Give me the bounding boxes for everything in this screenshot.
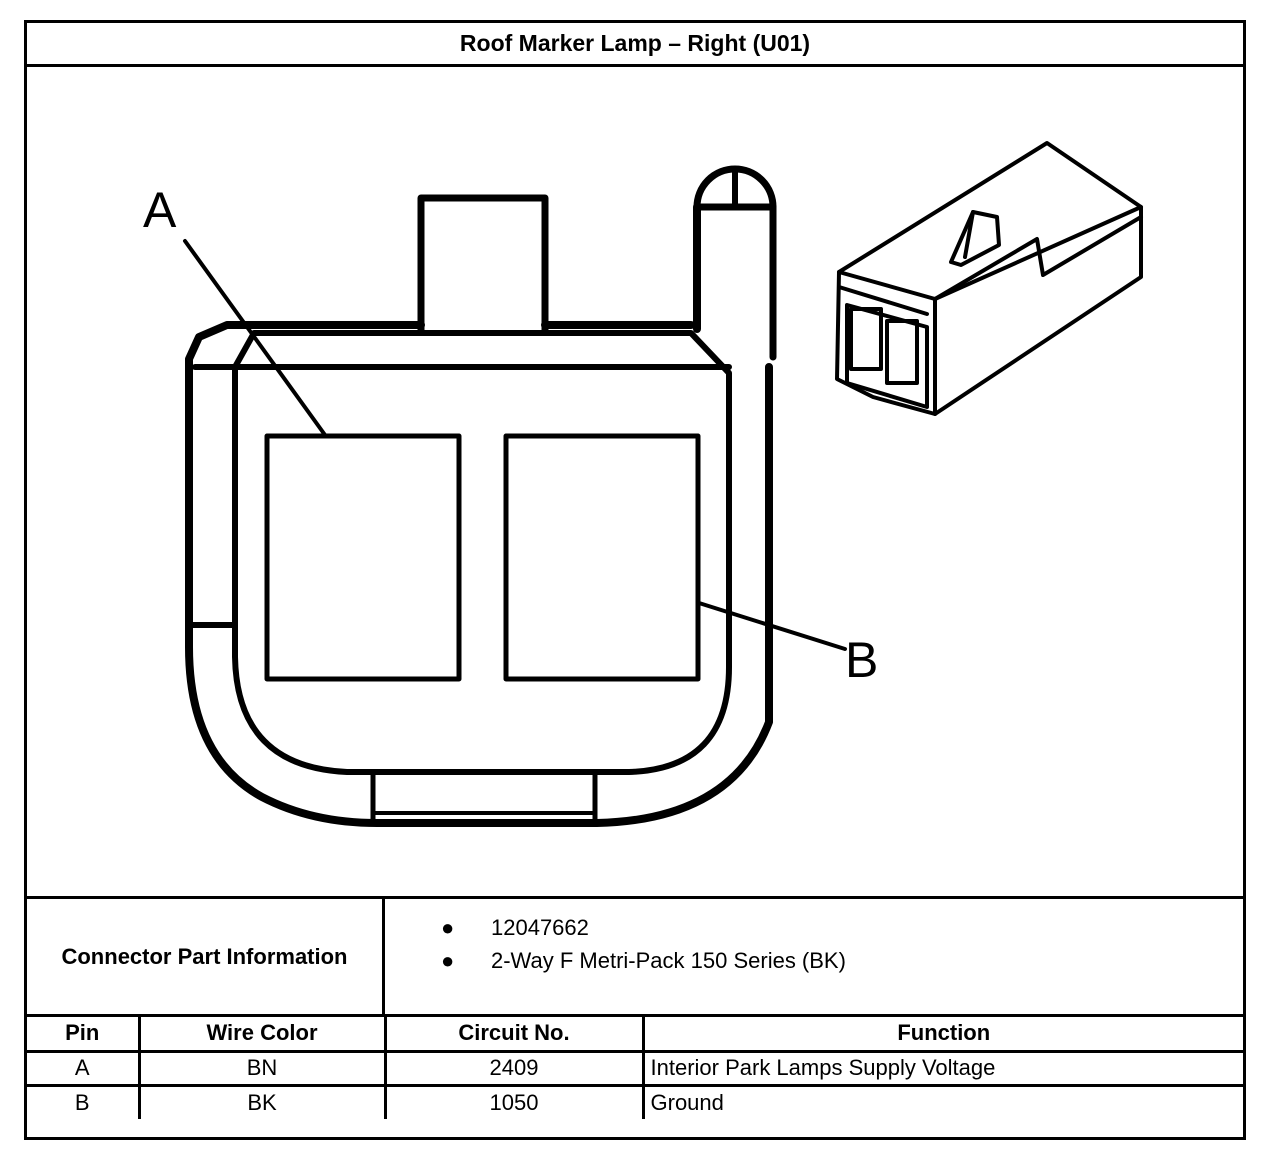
table-header-row: Pin Wire Color Circuit No. Function [27, 1017, 1243, 1053]
bullet-icon: ● [441, 948, 455, 973]
connector-series: 2-Way F Metri-Pack 150 Series (BK) [491, 948, 846, 973]
callout-a-leader [183, 239, 327, 437]
header-pin: Pin [27, 1017, 141, 1053]
pin-table: Pin Wire Color Circuit No. Function A BN… [27, 1017, 1243, 1119]
connector-info-label: Connector Part Information [27, 899, 385, 1014]
connector-top-tab [417, 194, 549, 334]
connector-drawing: A B [143, 141, 1143, 827]
header-function: Function [641, 1017, 1243, 1053]
connector-housing-outer [185, 321, 773, 827]
header-wire-color: Wire Color [137, 1017, 387, 1053]
callout-b-leader [697, 601, 847, 651]
bullet-icon: ● [441, 915, 455, 940]
pin-cavity-b [503, 433, 701, 682]
callout-b-label: B [845, 632, 878, 688]
connector-sheet: Roof Marker Lamp – Right (U01) [24, 20, 1246, 1140]
table-row: B BK 1050 Ground [27, 1083, 1243, 1119]
connector-housing-inner [232, 330, 732, 775]
cell-circuit-no: 1050 [383, 1083, 645, 1119]
cell-function: Ground [641, 1083, 1243, 1119]
connector-info-list: ● 12047662 ● 2-Way F Metri-Pack 150 Seri… [385, 899, 1243, 1026]
cell-circuit-no: 2409 [383, 1049, 645, 1087]
pin-cavity-a [264, 433, 462, 682]
list-item: ● 12047662 [385, 911, 1243, 944]
page-title: Roof Marker Lamp – Right (U01) [27, 23, 1243, 67]
header-circuit-no: Circuit No. [383, 1017, 645, 1053]
cell-function: Interior Park Lamps Supply Voltage [641, 1049, 1243, 1087]
connector-iso-view [835, 141, 1143, 416]
cell-pin: A [27, 1049, 141, 1087]
connector-diagram: A B [27, 67, 1243, 899]
callout-a-label: A [143, 182, 177, 238]
cell-pin: B [27, 1083, 141, 1119]
cell-wire-color: BK [137, 1083, 387, 1119]
list-item: ● 2-Way F Metri-Pack 150 Series (BK) [385, 944, 1243, 977]
table-row: A BN 2409 Interior Park Lamps Supply Vol… [27, 1049, 1243, 1087]
cell-wire-color: BN [137, 1049, 387, 1087]
part-number: 12047662 [491, 915, 589, 940]
connector-part-info: Connector Part Information ● 12047662 ● … [27, 899, 1243, 1017]
